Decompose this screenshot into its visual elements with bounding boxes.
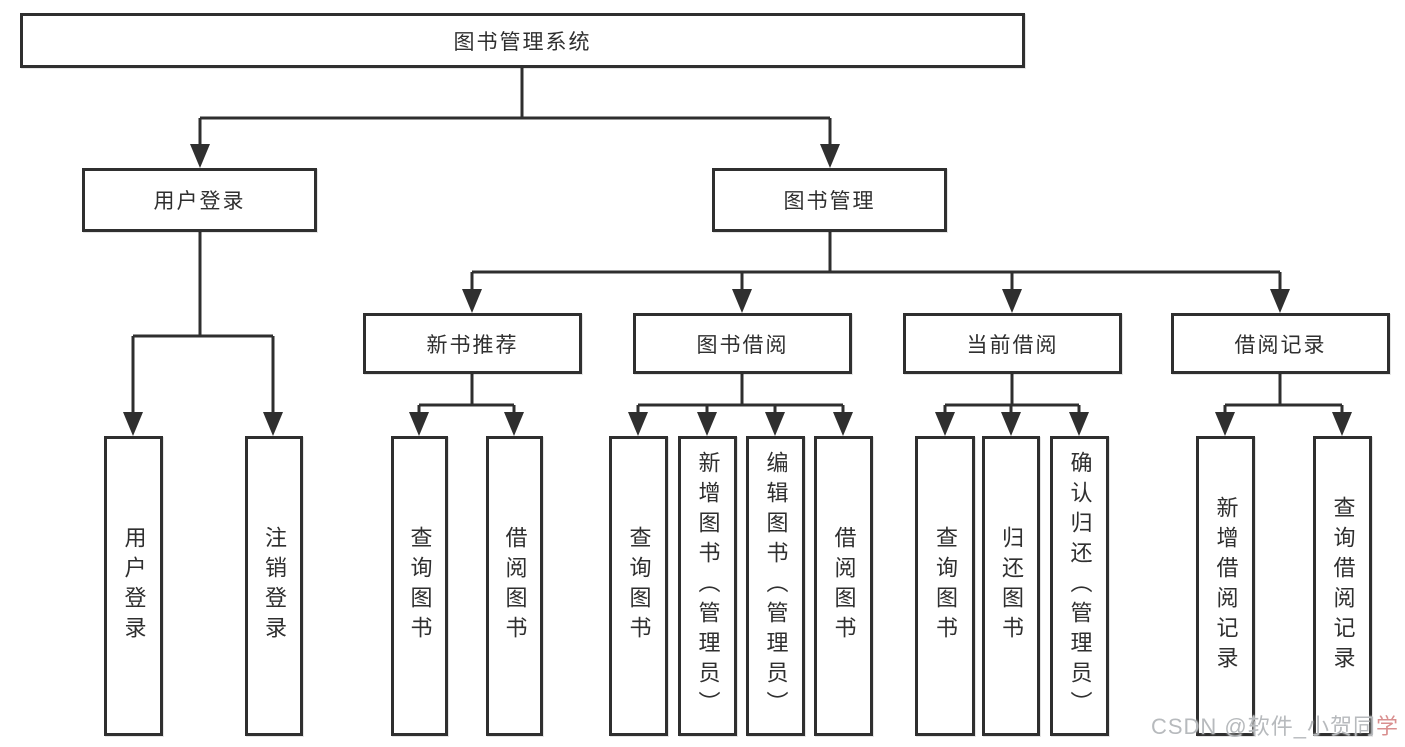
leaf-query-books-recommend: 查询图书 bbox=[391, 436, 448, 736]
leaf-query-books-current: 查询图书 bbox=[915, 436, 975, 736]
leaf-borrow-books: 借阅图书 bbox=[814, 436, 873, 736]
node-label: 用户登录 bbox=[121, 526, 147, 646]
node-label: 借阅记录 bbox=[1234, 333, 1327, 357]
leaf-logout: 注销登录 bbox=[245, 436, 303, 736]
arrowhead-down-icon bbox=[409, 412, 429, 436]
leaf-add-books-admin: 新增图书（管理员） bbox=[678, 436, 737, 736]
arrowhead-down-icon bbox=[820, 144, 840, 168]
csdn-watermark: CSDN @软件_小贺同学 bbox=[1151, 709, 1399, 741]
watermark-accent-text: 学 bbox=[1375, 714, 1399, 739]
arrowhead-down-icon bbox=[190, 144, 210, 168]
arrowhead-down-icon bbox=[1069, 412, 1089, 436]
node-label: 归还图书 bbox=[999, 526, 1024, 646]
node-new-book-recommend: 新书推荐 bbox=[363, 313, 582, 374]
node-label: 注销登录 bbox=[262, 526, 287, 646]
node-label: 当前借阅 bbox=[966, 333, 1059, 357]
node-label: 借阅图书 bbox=[502, 526, 528, 646]
node-label: 借阅图书 bbox=[831, 526, 857, 646]
node-label: 查询借阅记录 bbox=[1330, 496, 1356, 676]
arrowhead-down-icon bbox=[697, 412, 717, 436]
arrowhead-down-icon bbox=[1270, 289, 1290, 313]
node-label: 编辑图书（管理员） bbox=[763, 451, 789, 721]
arrowhead-down-icon bbox=[1002, 289, 1022, 313]
leaf-borrow-books-recommend: 借阅图书 bbox=[486, 436, 543, 736]
leaf-user-login: 用户登录 bbox=[104, 436, 163, 736]
arrowhead-down-icon bbox=[504, 412, 524, 436]
node-label: 新增借阅记录 bbox=[1213, 496, 1239, 676]
node-current-borrow: 当前借阅 bbox=[903, 313, 1122, 374]
arrowhead-down-icon bbox=[462, 289, 482, 313]
leaf-query-borrow-record: 查询借阅记录 bbox=[1313, 436, 1372, 736]
connector-borrow-to-leaves bbox=[636, 374, 845, 419]
connector-login-to-leaves bbox=[131, 232, 275, 419]
arrowhead-down-icon bbox=[732, 289, 752, 313]
connector-recommend-to-leaves bbox=[417, 374, 516, 419]
connector-root-to-level2 bbox=[198, 68, 832, 152]
node-label: 确认归还（管理员） bbox=[1067, 451, 1093, 721]
watermark-text: CSDN @软件_小贺同 bbox=[1150, 714, 1376, 739]
node-label: 查询图书 bbox=[933, 526, 958, 646]
node-library-system: 图书管理系统 bbox=[20, 13, 1025, 68]
node-book-borrow: 图书借阅 bbox=[633, 313, 852, 374]
node-label: 图书管理 bbox=[783, 190, 876, 213]
leaf-edit-books-admin: 编辑图书（管理员） bbox=[746, 436, 805, 736]
node-label: 查询图书 bbox=[407, 526, 433, 646]
leaf-add-borrow-record: 新增借阅记录 bbox=[1196, 436, 1255, 736]
arrowhead-down-icon bbox=[935, 412, 955, 436]
leaf-confirm-return-admin: 确认归还（管理员） bbox=[1050, 436, 1109, 736]
node-label: 图书管理系统 bbox=[453, 30, 592, 54]
node-label: 新书推荐 bbox=[426, 333, 519, 357]
arrowhead-down-icon bbox=[628, 412, 648, 436]
node-borrow-records: 借阅记录 bbox=[1171, 313, 1390, 374]
leaf-return-books: 归还图书 bbox=[982, 436, 1040, 736]
node-book-management: 图书管理 bbox=[712, 168, 947, 232]
arrowhead-down-icon bbox=[123, 412, 143, 436]
arrowhead-down-icon bbox=[263, 412, 283, 436]
arrowhead-down-icon bbox=[833, 412, 853, 436]
node-label: 用户登录 bbox=[153, 190, 246, 213]
arrowhead-down-icon bbox=[1001, 412, 1021, 436]
connector-paths bbox=[131, 68, 1344, 419]
arrowhead-down-icon bbox=[1332, 412, 1352, 436]
connector-records-to-leaves bbox=[1223, 374, 1344, 419]
connector-management-to-level3 bbox=[470, 232, 1282, 296]
node-label: 图书借阅 bbox=[696, 333, 789, 357]
arrowhead-down-icon bbox=[765, 412, 785, 436]
node-label: 新增图书（管理员） bbox=[695, 451, 721, 721]
node-user-login: 用户登录 bbox=[82, 168, 317, 232]
connector-arrowheads bbox=[123, 144, 1352, 436]
arrowhead-down-icon bbox=[1215, 412, 1235, 436]
node-label: 查询图书 bbox=[626, 526, 652, 646]
leaf-query-books-borrow: 查询图书 bbox=[609, 436, 668, 736]
